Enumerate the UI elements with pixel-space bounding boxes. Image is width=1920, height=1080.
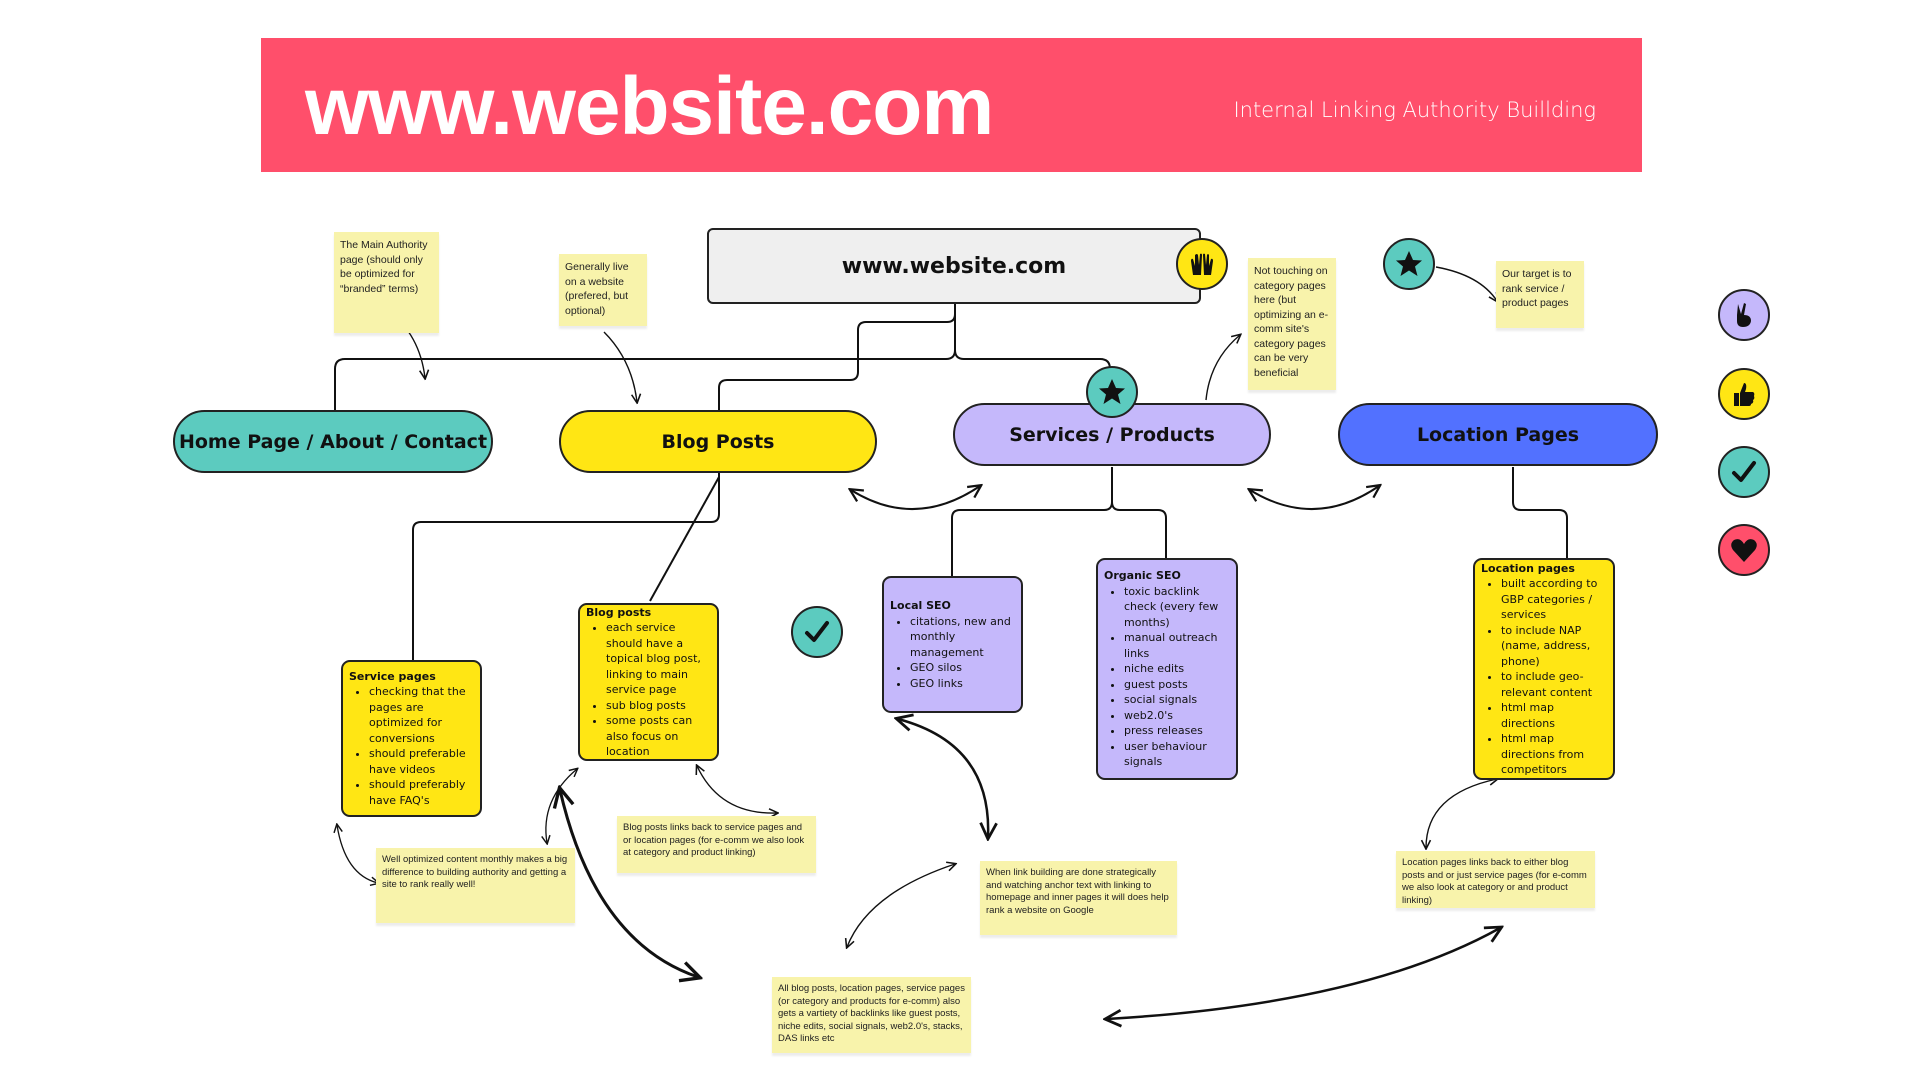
connector-services-children — [951, 467, 1167, 576]
banner-title: www.website.com — [305, 61, 994, 152]
card-title: Location pages — [1481, 561, 1575, 575]
arrow-target — [1435, 266, 1497, 301]
connector-blog-service — [412, 473, 720, 660]
peace-hand-icon — [1718, 289, 1770, 341]
list-item: press releases — [1124, 723, 1230, 739]
check-icon — [1718, 446, 1770, 498]
banner-subtitle: Internal Linking Authority Buillding — [1233, 98, 1596, 122]
list-item: user behaviour signals — [1124, 739, 1230, 770]
list-item: some posts can also focus on location — [606, 713, 711, 760]
note-all-blog-posts: All blog posts, location pages, service … — [772, 977, 971, 1053]
list-item: GEO silos — [910, 660, 1015, 676]
note-generally-live: Generally live on a website (prefered, b… — [559, 254, 647, 326]
arrow-bottom-long — [1107, 928, 1500, 1019]
list-item: manual outreach links — [1124, 630, 1230, 661]
node-location-pages[interactable]: Location Pages — [1338, 403, 1658, 466]
connector-root-blog — [718, 304, 956, 410]
note-not-touching: Not touching on category pages here (but… — [1248, 258, 1336, 390]
arrow-thin-well — [546, 769, 577, 843]
arrow-services-location — [1250, 486, 1379, 511]
note-when-link-building: When link building are done strategicall… — [980, 861, 1177, 935]
card-local-seo: Local SEO citations, new and monthly man… — [882, 576, 1023, 713]
note-blog-links: Blog posts links back to service pages a… — [617, 816, 816, 873]
list-item: checking that the pages are optimized fo… — [369, 684, 474, 746]
list-item: should preferably have FAQ's — [369, 777, 474, 808]
list-item: each service should have a topical blog … — [606, 620, 711, 698]
arrow-blog-services — [851, 486, 980, 511]
list-item: GEO links — [910, 676, 1015, 692]
list-item: to include NAP (name, address, phone) — [1501, 623, 1607, 670]
card-title: Service pages — [349, 669, 436, 683]
root-node[interactable]: www.website.com — [707, 228, 1201, 304]
thumbs-up-icon — [1718, 368, 1770, 420]
list-item: social signals — [1124, 692, 1230, 708]
node-home-about-contact[interactable]: Home Page / About / Contact — [173, 410, 493, 473]
note-target: Our target is to rank service / product … — [1496, 261, 1584, 328]
node-blog-posts[interactable]: Blog Posts — [559, 410, 877, 473]
raised-hands-icon — [1176, 238, 1228, 290]
card-title: Blog posts — [586, 605, 652, 619]
check-icon — [791, 606, 843, 658]
arrow-blog-bloglinks — [697, 766, 777, 813]
note-main-authority: The Main Authority page (should only be … — [334, 232, 439, 333]
list-item: niche edits — [1124, 661, 1230, 677]
card-title: Organic SEO — [1104, 569, 1181, 583]
heart-icon — [1718, 524, 1770, 576]
arrow-local-when — [898, 719, 988, 837]
list-item: toxic backlink check (every few months) — [1124, 584, 1230, 631]
card-title: Local SEO — [890, 599, 951, 612]
card-location-pages: Location pages built according to GBP ca… — [1473, 558, 1615, 780]
connector-location-box — [1512, 467, 1568, 558]
list-item: built according to GBP categories / serv… — [1501, 576, 1607, 623]
list-item: guest posts — [1124, 677, 1230, 693]
list-item: to include geo-relevant content — [1501, 669, 1607, 700]
note-well-optimized: Well optimized content monthly makes a b… — [376, 848, 575, 923]
list-item: web2.0's — [1124, 708, 1230, 724]
arrow-not-touching — [1205, 335, 1240, 401]
list-item: citations, new and monthly management — [910, 614, 1015, 661]
header-banner: www.website.com Internal Linking Authori… — [261, 38, 1642, 172]
connector-root-trunk — [334, 304, 1111, 410]
arrow-service-well — [337, 825, 378, 883]
list-item: html map directions from competitors — [1501, 731, 1607, 778]
card-blog-posts: Blog posts each service should have a to… — [578, 603, 719, 761]
star-icon — [1383, 238, 1435, 290]
list-item: sub blog posts — [606, 698, 711, 714]
arrow-location-note — [1426, 779, 1497, 848]
card-organic-seo: Organic SEO toxic backlink check (every … — [1096, 558, 1238, 780]
connector-blog-blogbox — [649, 476, 720, 602]
star-icon — [1086, 366, 1138, 418]
arrow-when-all — [847, 864, 955, 947]
note-location-links: Location pages links back to either blog… — [1396, 851, 1595, 908]
card-service-pages: Service pages checking that the pages ar… — [341, 660, 482, 817]
list-item: should preferable have videos — [369, 746, 474, 777]
arrow-generally — [603, 331, 637, 402]
list-item: html map directions — [1501, 700, 1607, 731]
